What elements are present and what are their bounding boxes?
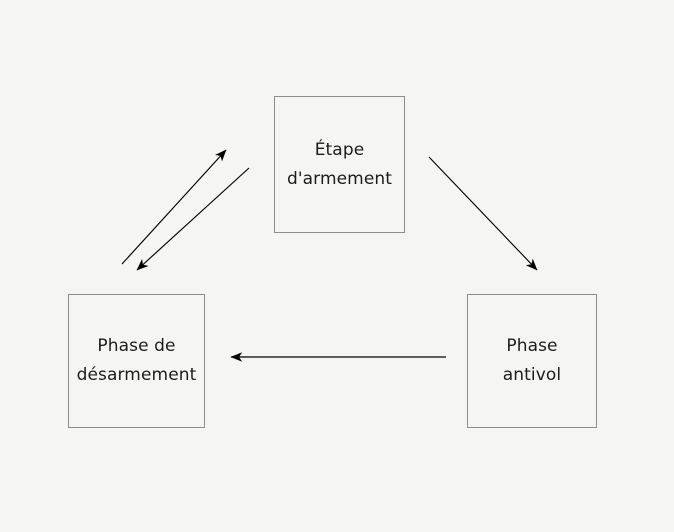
arrow-desarmement-to-armement [121, 149, 227, 265]
node-etape-armement-label: Étape d'armement [287, 136, 392, 194]
node-phase-antivol-line2: antivol [502, 365, 562, 385]
node-phase-antivol[interactable]: Phase antivol [467, 294, 597, 428]
arrow-armement-to-desarmement [136, 167, 250, 271]
node-phase-antivol-label: Phase antivol [503, 332, 561, 390]
node-etape-armement-line2: d'armement [286, 168, 393, 189]
node-phase-desarmement-label: Phase de désarmement [77, 332, 197, 390]
node-phase-desarmement-line1: Phase de [97, 336, 176, 356]
node-phase-antivol-line1: Phase [506, 336, 558, 356]
arrow-armement-to-antivol [428, 156, 538, 271]
node-etape-armement[interactable]: Étape d'armement [274, 96, 405, 233]
node-phase-desarmement[interactable]: Phase de désarmement [68, 294, 205, 428]
node-etape-armement-line1: Étape [314, 139, 365, 160]
node-phase-desarmement-line2: désarmement [76, 365, 197, 385]
